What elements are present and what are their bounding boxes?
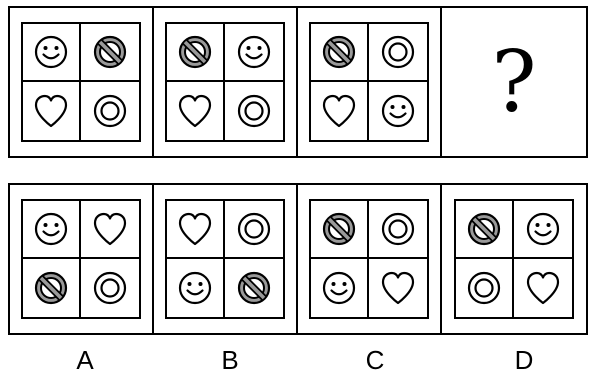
target-icon	[466, 270, 502, 306]
grid-cell-tr	[225, 24, 283, 82]
grid-cell-tr	[225, 201, 283, 259]
smiley-icon	[321, 270, 357, 306]
option-panel-b[interactable]	[154, 185, 298, 333]
heart-icon	[176, 211, 214, 247]
option-panel-a[interactable]	[10, 185, 154, 333]
heart-icon	[379, 270, 417, 306]
target-icon	[92, 270, 128, 306]
grid-cell-tl	[167, 201, 225, 259]
grid-cell-tr	[81, 201, 139, 259]
grid-cell-bl	[456, 259, 514, 317]
grid-cell-br	[514, 259, 572, 317]
figure-grid	[21, 199, 141, 319]
smiley-icon	[380, 93, 416, 129]
smiley-icon	[33, 34, 69, 70]
figure-grid	[165, 22, 285, 142]
option-label-b[interactable]: B	[221, 345, 239, 375]
figure-grid	[165, 199, 285, 319]
option-label-c[interactable]: C	[365, 345, 385, 375]
grid-cell-bl	[311, 82, 369, 140]
heart-icon	[32, 93, 70, 129]
grid-cell-tl	[455, 201, 514, 259]
grid-cell-tr	[369, 24, 427, 82]
figure-grid	[21, 22, 141, 142]
grid-cell-bl	[311, 259, 369, 317]
grid-cell-bl	[23, 259, 81, 317]
target-icon	[380, 211, 416, 247]
question-panel-1	[10, 8, 154, 156]
heart-icon	[91, 211, 129, 247]
no-entry-icon	[466, 211, 502, 247]
grid-cell-tl	[23, 201, 81, 259]
heart-icon	[524, 270, 562, 306]
grid-cell-bl	[23, 82, 81, 140]
option-label-a[interactable]: A	[76, 345, 94, 375]
grid-cell-tl	[311, 201, 369, 259]
option-panel-d[interactable]	[442, 185, 586, 333]
grid-cell-br	[81, 82, 139, 140]
grid-cell-tr	[369, 201, 427, 259]
grid-cell-br	[225, 259, 283, 317]
question-panel-unknown: ?	[442, 8, 586, 156]
no-entry-icon	[321, 34, 357, 70]
grid-cell-tl	[311, 24, 369, 82]
figure-grid	[453, 199, 574, 319]
question-panel-3	[298, 8, 442, 156]
grid-cell-tl	[167, 24, 225, 82]
heart-icon	[176, 93, 214, 129]
grid-cell-br	[369, 259, 427, 317]
target-icon	[236, 93, 272, 129]
grid-cell-bl	[167, 82, 225, 140]
question-mark: ?	[491, 33, 537, 131]
option-label-d[interactable]: D	[514, 345, 534, 375]
grid-cell-tl	[23, 24, 81, 82]
figure-grid	[309, 199, 429, 319]
no-entry-icon	[177, 34, 213, 70]
target-icon	[92, 93, 128, 129]
option-panel-c[interactable]	[298, 185, 442, 333]
no-entry-icon	[236, 270, 272, 306]
question-row: ?	[8, 6, 588, 158]
no-entry-icon	[92, 34, 128, 70]
options-row	[8, 183, 588, 335]
question-panel-2	[154, 8, 298, 156]
heart-icon	[320, 93, 358, 129]
target-icon	[380, 34, 416, 70]
grid-cell-tr	[81, 24, 139, 82]
no-entry-icon	[321, 211, 357, 247]
smiley-icon	[33, 211, 69, 247]
smiley-icon	[525, 211, 561, 247]
no-entry-icon	[33, 270, 69, 306]
smiley-icon	[177, 270, 213, 306]
grid-cell-bl	[167, 259, 225, 317]
target-icon	[236, 211, 272, 247]
smiley-icon	[236, 34, 272, 70]
grid-cell-br	[81, 259, 139, 317]
grid-cell-tr	[513, 201, 572, 259]
grid-cell-br	[225, 82, 283, 140]
figure-grid	[309, 22, 429, 142]
grid-cell-br	[369, 82, 427, 140]
